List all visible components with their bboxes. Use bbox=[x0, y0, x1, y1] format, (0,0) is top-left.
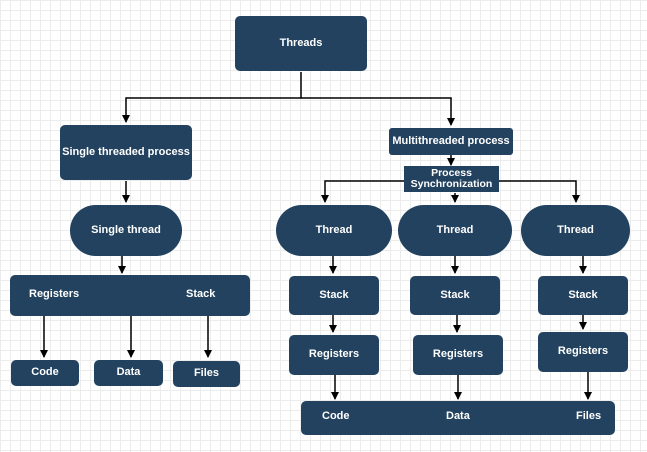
stack-label-1: Stack bbox=[319, 288, 349, 301]
registers-node-2: Registers bbox=[413, 335, 503, 375]
registers-node-1: Registers bbox=[289, 335, 379, 375]
thread-label-1: Thread bbox=[315, 223, 353, 236]
thread-label-3: Thread bbox=[557, 223, 594, 236]
thread-label-2: Thread bbox=[436, 223, 474, 236]
stack-label-2: Stack bbox=[440, 288, 470, 301]
left-code-label: Code bbox=[31, 366, 59, 379]
threads-node: Threads bbox=[235, 16, 367, 71]
left-data-label: Data bbox=[116, 366, 141, 379]
registers-label-3: Registers bbox=[557, 345, 609, 358]
left-files-label: Files bbox=[193, 367, 220, 380]
process-synchronization-label-line-1: Process bbox=[431, 166, 472, 179]
registers-node-3: Registers bbox=[538, 332, 628, 372]
shared-code-data-files-node: Code Data Files bbox=[301, 401, 615, 435]
left-stack-label: Stack bbox=[186, 288, 216, 300]
single-threaded-process-label: Single threaded process bbox=[62, 145, 190, 158]
shared-code-label: Code bbox=[322, 410, 350, 422]
connector-threads-to-single bbox=[122, 72, 302, 123]
thread-node-2: Thread bbox=[398, 205, 512, 256]
stack-node-1: Stack bbox=[289, 276, 379, 315]
single-threaded-process-node: Single threaded process bbox=[60, 125, 192, 180]
stack-label-3: Stack bbox=[568, 288, 598, 301]
multithreaded-process-label: Multithreaded process bbox=[392, 134, 510, 147]
shared-data-label: Data bbox=[446, 410, 470, 422]
left-registers-label: Registers bbox=[29, 288, 80, 300]
thread-node-3: Thread bbox=[521, 205, 630, 256]
connector-sync-to-thread-1 bbox=[321, 180, 405, 203]
registers-label-1: Registers bbox=[308, 348, 360, 361]
process-synchronization-label-line-2: Synchronization bbox=[410, 178, 493, 190]
stack-node-2: Stack bbox=[410, 276, 500, 315]
connector-threads-to-multi bbox=[301, 97, 455, 126]
shared-files-label: Files bbox=[576, 410, 602, 422]
multithreaded-process-node: Multithreaded process bbox=[389, 128, 513, 155]
single-thread-label: Single thread bbox=[91, 223, 161, 236]
registers-label-2: Registers bbox=[432, 348, 484, 361]
left-code-node: Code bbox=[11, 360, 79, 386]
left-files-node: Files bbox=[173, 361, 240, 387]
stack-node-3: Stack bbox=[538, 276, 628, 315]
left-data-node: Data bbox=[94, 360, 163, 386]
thread-node-1: Thread bbox=[276, 205, 392, 256]
threads-label: Threads bbox=[279, 36, 323, 49]
connector-sync-to-thread-3 bbox=[498, 180, 580, 203]
single-thread-registers-stack-node: Registers Stack bbox=[10, 275, 250, 316]
process-synchronization-node: Process Synchronization bbox=[404, 166, 499, 192]
single-thread-node: Single thread bbox=[70, 205, 182, 256]
